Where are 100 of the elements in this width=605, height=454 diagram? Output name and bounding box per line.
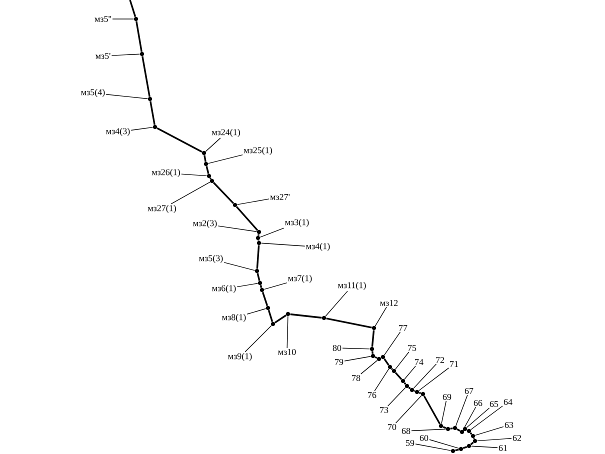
- leader-line: [374, 368, 390, 392]
- point-label: 79: [335, 358, 344, 366]
- route-line: [470, 442, 474, 446]
- route-line: [450, 427, 453, 430]
- leader-line: [260, 228, 284, 238]
- leader-line: [130, 126, 154, 131]
- point-label: 65: [490, 400, 498, 408]
- point-label: 62: [512, 434, 521, 442]
- leader-line: [413, 364, 437, 389]
- point-label: мз9(1): [228, 352, 252, 362]
- point-label: мз12: [380, 300, 398, 306]
- leader-line: [384, 332, 401, 356]
- point-label: мз10: [278, 348, 296, 356]
- point-label: 70: [388, 424, 396, 430]
- point-label: мз4(3): [106, 128, 130, 136]
- point-label: 78: [352, 374, 360, 382]
- point-label: мз5'': [94, 16, 112, 22]
- route-line: [136, 21, 142, 52]
- route-line: [455, 448, 459, 452]
- point-label: мз5(4): [81, 88, 105, 98]
- route-line: [268, 310, 274, 322]
- leader-line: [374, 306, 387, 326]
- route-line: [404, 382, 406, 385]
- leader-line: [470, 406, 503, 430]
- route-line: [470, 432, 472, 435]
- point-label: мз27': [270, 194, 290, 200]
- point-label: 72: [436, 357, 444, 363]
- route-line: [129, 0, 136, 18]
- point-label: 80: [332, 344, 342, 352]
- leader-line: [466, 408, 490, 428]
- leader-line: [476, 438, 512, 442]
- route-line: [371, 330, 375, 347]
- leader-line: [170, 182, 210, 204]
- point-label: 66: [474, 400, 482, 406]
- point-label: 67: [464, 388, 474, 394]
- leader-line: [181, 174, 208, 176]
- leader-line: [388, 387, 406, 406]
- point-label: мз26(1): [152, 168, 180, 178]
- point-label: мз4(1): [306, 242, 330, 252]
- leader-line: [415, 444, 452, 451]
- route-line: [371, 351, 374, 354]
- leader-line: [325, 290, 348, 317]
- point-label: 76: [368, 392, 376, 398]
- leader-line: [462, 406, 476, 430]
- route-line: [156, 127, 202, 153]
- route-line: [408, 386, 411, 390]
- route-line: [384, 358, 390, 366]
- leader-line: [246, 308, 266, 314]
- leader-line: [411, 428, 446, 432]
- point-label: 63: [504, 422, 514, 428]
- route-line: [274, 314, 287, 324]
- point-label: 74: [415, 359, 424, 365]
- route-line: [391, 368, 393, 370]
- leader-line: [106, 94, 148, 100]
- route-line: [414, 390, 416, 392]
- leader-line: [260, 242, 306, 246]
- point-label: 68: [402, 428, 410, 434]
- point-label: мз3(1): [285, 218, 309, 228]
- point-label: мз27(1): [148, 204, 176, 214]
- leader-line: [236, 198, 270, 205]
- leader-line: [404, 366, 416, 380]
- route-line: [206, 166, 210, 174]
- route-line: [209, 178, 212, 180]
- route-line: [262, 292, 268, 306]
- route-line: [374, 356, 378, 359]
- point-label: 69: [442, 394, 452, 400]
- leader-line: [111, 54, 140, 56]
- route-line: [204, 155, 206, 162]
- leader-line: [244, 325, 272, 352]
- route-line: [258, 240, 260, 241]
- route-line: [256, 273, 260, 281]
- leader-line: [264, 282, 288, 290]
- route-line: [462, 446, 468, 449]
- point-label: 75: [408, 345, 416, 351]
- route-line: [473, 438, 475, 440]
- point-label: 64: [504, 398, 512, 406]
- leader-line: [441, 400, 447, 424]
- route-line: [442, 426, 446, 429]
- route-line: [456, 428, 460, 432]
- leader-line: [112, 18, 134, 20]
- point-label: 60: [420, 434, 428, 442]
- leader-line: [474, 426, 504, 436]
- point-label: мз24(1): [212, 128, 240, 138]
- route-line: [212, 182, 234, 204]
- route-line: [142, 56, 150, 97]
- leader-line: [418, 368, 450, 391]
- leader-line: [395, 395, 422, 424]
- point-label: мз8(1): [222, 314, 246, 322]
- point-label: 61: [498, 444, 507, 452]
- leader-line: [455, 394, 468, 426]
- point-label: мз2(3): [193, 220, 217, 228]
- leader-line: [224, 262, 256, 271]
- point-label: мз6(1): [212, 284, 236, 294]
- route-line: [290, 313, 322, 319]
- point-label: мз5(3): [199, 254, 223, 264]
- leader-line: [429, 439, 460, 449]
- leader-line: [360, 360, 378, 374]
- leader-line: [395, 352, 410, 370]
- leader-line: [342, 348, 370, 350]
- leader-line: [470, 446, 498, 448]
